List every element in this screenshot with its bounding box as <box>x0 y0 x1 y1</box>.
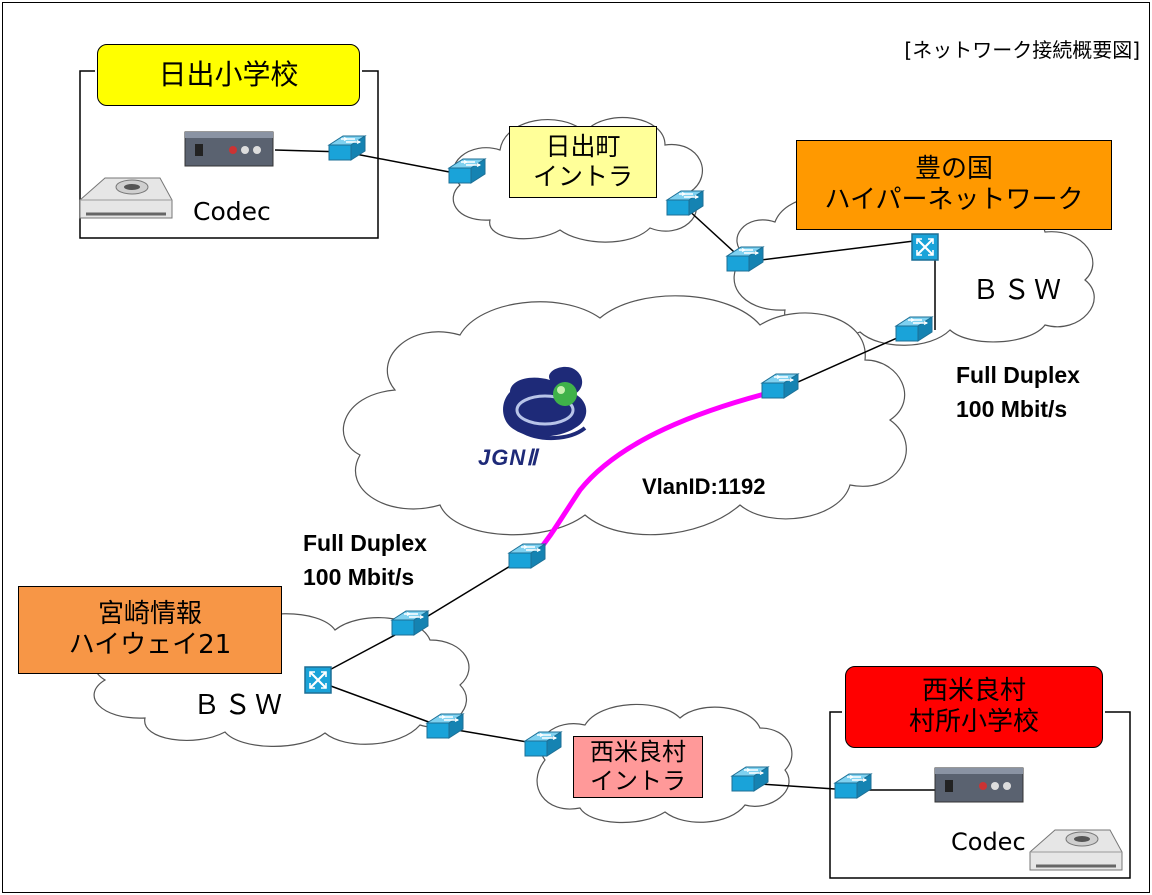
jgn-logo-icon <box>503 366 587 441</box>
codec-label: Codec <box>193 197 271 226</box>
site-label-line1: 日出町 <box>545 132 621 161</box>
site-label: 日出小学校 <box>158 58 299 92</box>
cloud-jgn <box>342 295 907 536</box>
site-label-line1: 豊の国 <box>914 153 993 184</box>
switch-icon <box>508 543 546 569</box>
site-hiji-school: 日出小学校 <box>97 44 360 106</box>
site-label-line1: 西米良村 <box>590 738 686 767</box>
bsw-label: ＢＳＷ <box>972 275 1065 306</box>
bsw-label: ＢＳＷ <box>193 690 286 721</box>
codec-label: Codec <box>951 828 1026 856</box>
backbone-switch-icon <box>910 232 940 262</box>
site-hiji-intra: 日出町 イントラ <box>509 126 657 198</box>
speed-label: 100 Mbit/s <box>956 396 1068 422</box>
site-label-line1: 西米良村 <box>921 675 1026 706</box>
site-bungo-net: 豊の国 ハイパーネットワーク <box>796 140 1112 230</box>
camera-icon <box>78 176 174 220</box>
site-label-line2: ハイパーネットワーク <box>824 185 1084 215</box>
switch-icon <box>328 135 366 161</box>
site-label-line2: ハイウェイ21 <box>68 630 232 660</box>
backbone-switch-icon <box>303 665 333 695</box>
site-label-line2: イントラ <box>532 162 633 191</box>
vlan-link <box>533 387 781 557</box>
frame-hiji-school <box>79 70 379 239</box>
codec-device-icon <box>934 767 1024 803</box>
frame-nishimera-school <box>829 711 1131 879</box>
site-miyazaki-hw: 宮崎情報 ハイウェイ21 <box>18 586 282 674</box>
site-nishimera-school: 西米良村 村所小学校 <box>845 666 1103 748</box>
site-label-line2: 村所小学校 <box>908 707 1039 737</box>
site-nishimera-intra: 西米良村 イントラ <box>573 736 703 798</box>
vlan-label: VlanID:1192 <box>642 474 766 499</box>
site-label-line2: イントラ <box>590 767 686 795</box>
duplex-label: Full Duplex <box>303 530 427 556</box>
site-label-line1: 宮崎情報 <box>97 598 202 629</box>
switch-icon <box>834 773 872 799</box>
diagram-title: [ネットワーク接続概要図] <box>904 38 1140 62</box>
codec-device-icon <box>184 131 274 167</box>
speed-label: 100 Mbit/s <box>303 564 415 590</box>
duplex-label: Full Duplex <box>956 362 1080 388</box>
jgn-logo-text: JGNⅡ <box>478 445 539 470</box>
camera-icon <box>1028 828 1124 872</box>
